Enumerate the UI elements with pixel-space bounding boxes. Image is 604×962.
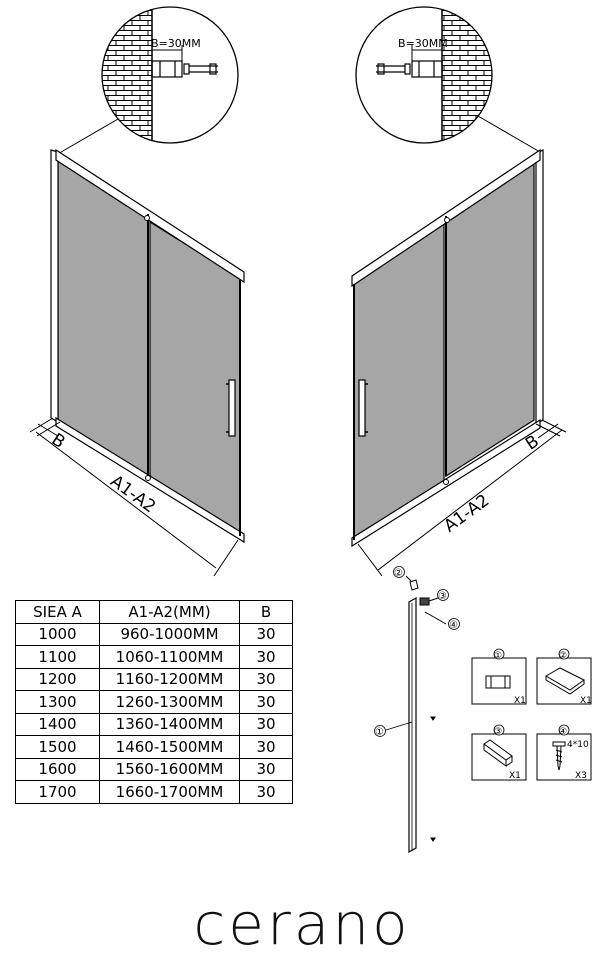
b-dimension-right [411, 45, 442, 61]
detail-circle-right: B=30MM [355, 6, 493, 144]
shower-door-left [50, 148, 245, 544]
table-row: 1000 960-1000MM 30 [15, 622, 293, 646]
handle-right [358, 379, 368, 437]
size-table: SIEA A A1-A2(MM) B 1000 960-1000MM 30 11… [15, 600, 293, 804]
svg-text:②: ② [559, 651, 567, 661]
part-box-4: ④ 4*10 X3 [536, 724, 592, 781]
header-b: B [239, 600, 293, 624]
dimension-left [29, 417, 239, 577]
table-row: 1700 1660-1700MM 30 [15, 780, 293, 804]
wall-profile-right [376, 60, 443, 78]
svg-text:④: ④ [559, 727, 567, 737]
box-2-qty: X1 [580, 696, 592, 706]
table-row: 1200 1160-1200MM 30 [15, 667, 293, 691]
wall-profile-part [385, 596, 417, 854]
svg-text:②: ② [394, 568, 403, 579]
table-row: 1100 1060-1100MM 30 [15, 645, 293, 669]
svg-text:④: ④ [449, 620, 458, 631]
detail-label-left: B=30MM [151, 37, 201, 50]
leader-left [55, 118, 119, 156]
depth-label-left: B [48, 430, 69, 453]
part-box-3: ③ X1 [471, 724, 527, 781]
table-row: 1300 1260-1300MM 30 [15, 690, 293, 714]
depth-label-right: B [522, 431, 543, 454]
top-rail-left [55, 148, 245, 284]
wall-profile-bar-right [535, 148, 544, 426]
box-4-size: 4*10 [567, 740, 589, 750]
brand-logo: cerano [193, 890, 411, 958]
detail-circle-left: B=30MM [101, 6, 239, 144]
dimension-right [357, 419, 567, 577]
table-row: 1500 1460-1500MM 30 [15, 735, 293, 759]
shower-door-right [351, 148, 544, 548]
handle-left [226, 379, 236, 437]
header-a1-a2: A1-A2(MM) [99, 600, 240, 624]
leader-right [477, 115, 541, 153]
header-size-a: SIEA A [15, 600, 100, 624]
svg-text:①: ① [494, 651, 502, 661]
table-row: 1600 1560-1600MM 30 [15, 757, 293, 781]
svg-text:③: ③ [438, 591, 447, 602]
callout-1-leader [385, 721, 413, 731]
detail-label-right: B=30MM [398, 37, 448, 50]
b-dimension-left [152, 45, 183, 61]
box-4-qty: X3 [575, 771, 587, 781]
width-label-right: A1-A2 [440, 491, 493, 537]
svg-text:③: ③ [494, 727, 502, 737]
screw-icon [552, 741, 566, 771]
part-box-1: ① X1 [471, 648, 527, 706]
svg-text:①: ① [375, 727, 384, 738]
table-header: SIEA A A1-A2(MM) B [15, 600, 293, 624]
table-row: 1400 1360-1400MM 30 [15, 712, 293, 736]
box-3-qty: X1 [509, 771, 521, 781]
wall-profile-bar-left [50, 149, 59, 424]
box-1-qty: X1 [514, 696, 526, 706]
small-parts [405, 575, 447, 842]
wall-profile-left [151, 60, 218, 78]
callouts: ② ③ ④ ① [374, 566, 460, 738]
part-box-2: ② X1 [536, 648, 592, 706]
